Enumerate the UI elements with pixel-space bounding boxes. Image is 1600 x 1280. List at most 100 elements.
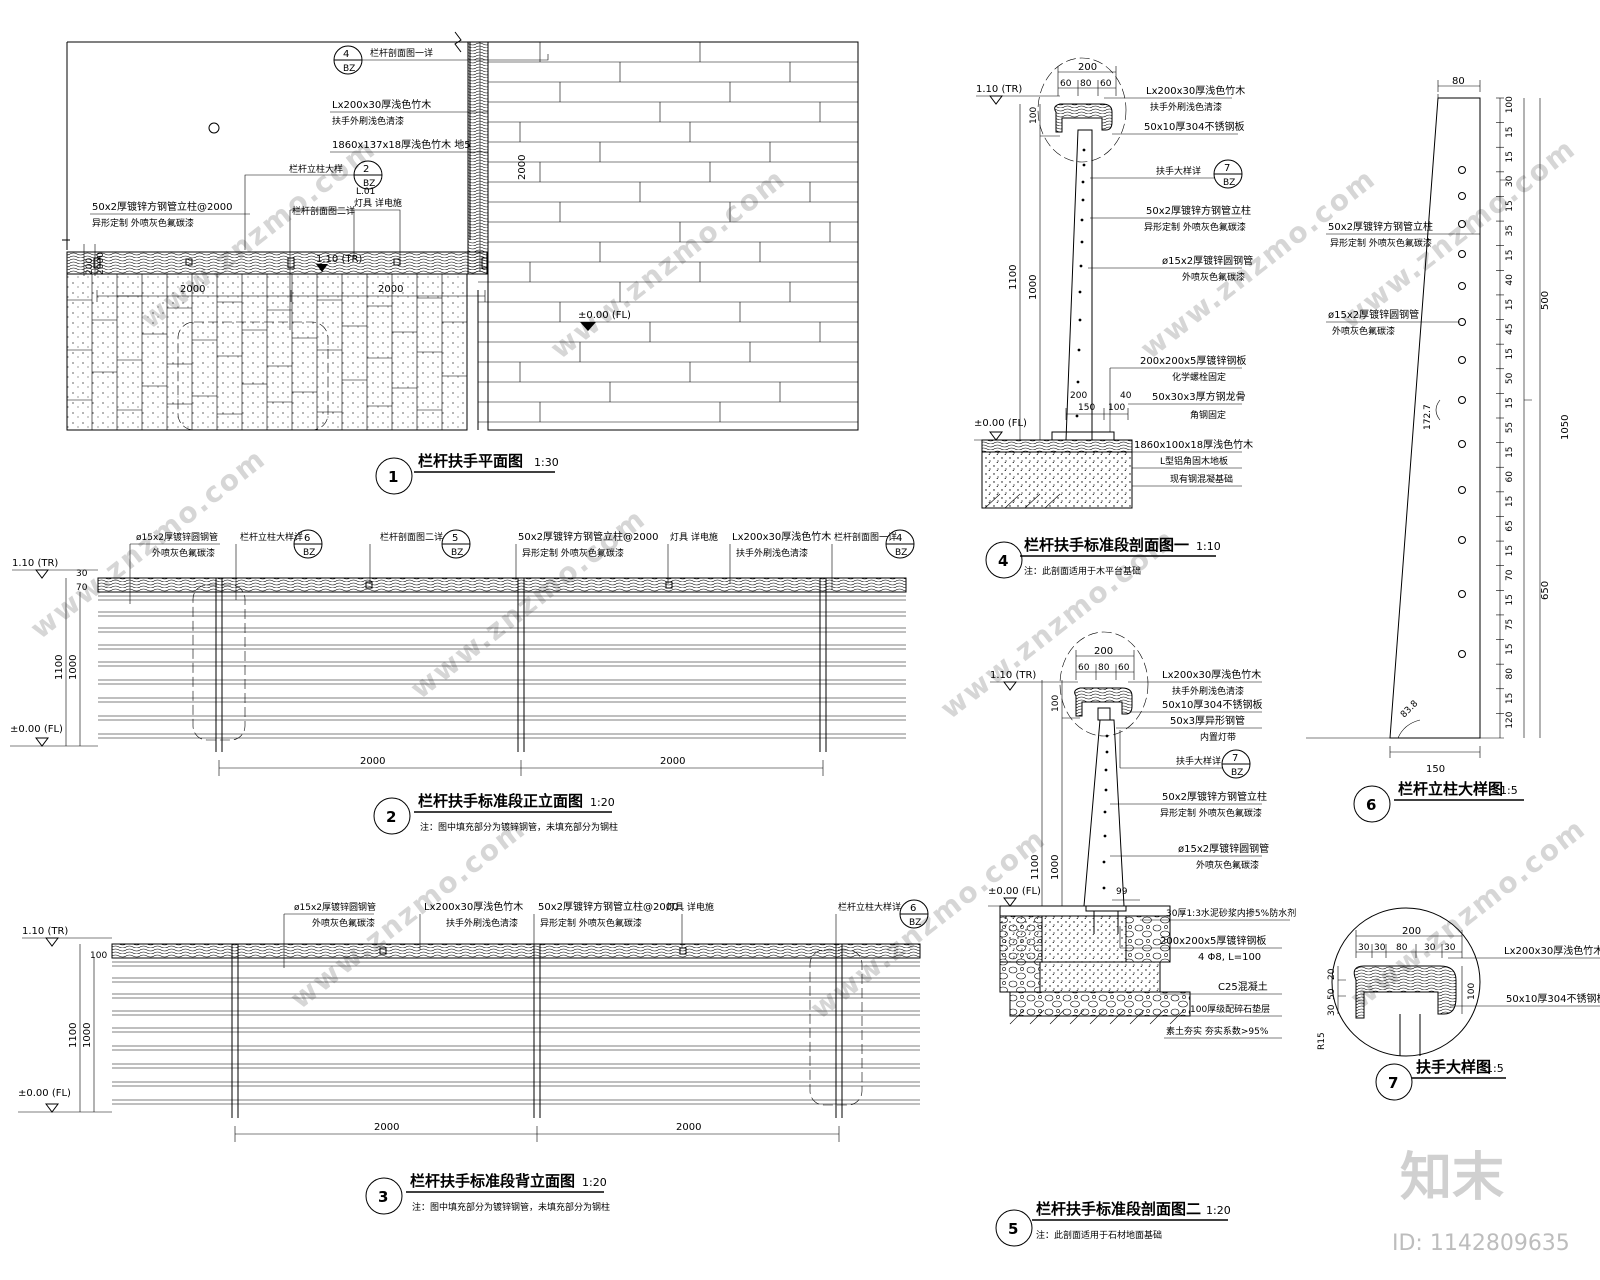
plan-ref-2-sheet: BZ [363, 179, 375, 189]
sec2-notes: Lx200x30厚浅色竹木 扶手外刷浅色清漆 50x10厚304不锈钢板 50x… [1110, 668, 1296, 1039]
plan-post-callout [177, 321, 329, 431]
back-note: 注：图中填充部分为镀锌钢管，未填充部分为钢柱 [412, 1201, 610, 1213]
front-ref-4: 4 [896, 533, 902, 544]
plan-level-tr: 1.10 (TR) [316, 254, 362, 265]
sec2-dim-1000: 1000 [1050, 855, 1061, 880]
front-posts [215, 578, 827, 752]
sec2-title-no: 5 [1008, 1220, 1018, 1238]
sec1-post-holes [1075, 148, 1086, 418]
plan-view: 2000 2000 200 2000 2000 4 BZ 栏杆剖面图一详 Lx2… [62, 31, 859, 495]
front-post-callout [192, 584, 246, 741]
col-note-0: 50x2厚镀锌方钢管立柱 [1328, 220, 1433, 233]
col-spacing-label: 70 [1505, 569, 1515, 581]
plan-note-1: 栏杆剖面图一详 [370, 47, 433, 59]
back-title-bubble [365, 1177, 403, 1215]
col-spacing-label: 15 [1505, 299, 1515, 310]
rail-title-bubble [1375, 1063, 1413, 1101]
sec2-ref-7-sheet: BZ [1231, 768, 1243, 778]
col-spacing-label: 30 [1505, 175, 1515, 187]
col-spacing-label: 35 [1505, 225, 1515, 236]
plan-deck-area [487, 41, 859, 431]
plan-title-scale: 1:30 [534, 456, 559, 469]
back-ref-6-sheet: BZ [909, 918, 921, 928]
back-note-c2: 异形定制 外喷灰色氟碳漆 [540, 917, 642, 929]
sec2-dim-80: 80 [1098, 663, 1110, 673]
front-ref-5: 5 [452, 533, 458, 544]
back-level-tr: 1.10 (TR) [22, 926, 68, 937]
sec2-level-fl: ±0.00 (FL) [988, 886, 1041, 897]
rail-dim-30e: 30 [1327, 1004, 1337, 1016]
plan-paving-joints [67, 274, 467, 430]
front-ref-6-sheet: BZ [303, 548, 315, 558]
col-holes [1458, 166, 1466, 658]
col-spacing-label: 45 [1505, 323, 1515, 334]
sec2-note-0: Lx200x30厚浅色竹木 [1162, 668, 1261, 681]
front-elevation-view: 2000 2000 1100 1000 70 30 1.10 (TR) ±0.0… [10, 529, 915, 835]
watermark-text: www.znzmo.com [544, 162, 792, 366]
front-dim-2000-b: 2000 [660, 756, 685, 767]
sec1-note-9: 化学螺栓固定 [1172, 371, 1226, 383]
col-spacing-label: 15 [1505, 200, 1515, 211]
sec1-title-bubble [985, 541, 1023, 579]
col-note-2: ø15x2厚镀锌圆钢管 [1328, 308, 1419, 321]
front-dim-1100: 1100 [54, 655, 65, 680]
sec1-dim-1100: 1100 [1008, 265, 1019, 290]
section-1-view: 200 60 80 60 1100 1000 100 1.10 (TR) ±0.… [974, 57, 1253, 579]
plan-note-9: 异形定制 外喷灰色氟碳漆 [92, 217, 194, 229]
plan-dim-2000-b: 2000 [378, 284, 403, 295]
front-dim-2000-a: 2000 [360, 756, 385, 767]
front-note-f: Lx200x30厚浅色竹木 [732, 530, 831, 543]
col-spacing-label: 65 [1505, 520, 1515, 531]
col-title: 栏杆立柱大样图 [1398, 780, 1503, 798]
plan-light-point [208, 122, 220, 134]
plan-wall [467, 41, 489, 275]
front-handrail [97, 577, 907, 593]
back-note-e: 栏杆立柱大样详 [838, 901, 901, 913]
sec1-note-10: 50x30x3厚方钢龙骨 [1152, 390, 1246, 403]
sec2-note-12: 4 Φ8, L=100 [1198, 952, 1261, 963]
col-spacing-label: 15 [1505, 250, 1515, 261]
back-level-fl: ±0.00 (FL) [18, 1088, 71, 1099]
col-title-bubble [1353, 785, 1391, 823]
sec1-level-fl: ±0.00 (FL) [974, 418, 1027, 429]
sec1-note-12: 1860x100x18厚浅色竹木 [1134, 438, 1253, 451]
plan-dim-2000-v: 2000 [517, 155, 528, 180]
sec2-dim-99: 99 [1116, 887, 1128, 897]
sec1-ref-7-sheet: BZ [1223, 178, 1235, 188]
front-title-no: 2 [386, 808, 396, 826]
rail-detail-profile [1353, 965, 1457, 1019]
col-dim-1050: 1050 [1560, 415, 1571, 440]
column-detail-view: 80 150 100151530153515401545155015551560… [1306, 76, 1571, 823]
rail-note-1: 50x10厚304不锈钢板 [1506, 992, 1600, 1005]
sec2-dim-1100: 1100 [1030, 855, 1041, 880]
col-spacing-label: 100 [1505, 96, 1515, 113]
col-spacing-label: 15 [1505, 594, 1515, 605]
front-rails [98, 595, 906, 739]
col-dim-150: 150 [1426, 764, 1445, 775]
front-note-g: 栏杆剖面图一详 [834, 531, 897, 543]
plan-dim-vert-2: 2000 [96, 252, 106, 275]
back-dim-2000-b: 2000 [676, 1122, 701, 1133]
plan-note-2: Lx200x30厚浅色竹木 [332, 98, 431, 111]
sec2-mortar [999, 905, 1171, 917]
rail-dim-100: 100 [1467, 983, 1477, 1000]
plan-handrail [66, 251, 488, 275]
rail-title: 扶手大样图 [1416, 1058, 1491, 1076]
sec1-ref-7: 7 [1224, 163, 1230, 174]
sec2-note-14: 100厚级配碎石垫层 [1190, 1003, 1270, 1015]
sec2-note-3: 50x3厚异形钢管 [1170, 714, 1245, 727]
col-spacing-label: 15 [1505, 446, 1515, 457]
rail-dim-30b: 30 [1374, 943, 1386, 953]
sec1-title-no: 4 [998, 552, 1008, 570]
front-note-d: 50x2厚镀锌方钢管立柱@2000 [518, 530, 658, 543]
sec1-note-8: 200x200x5厚镀锌钢板 [1140, 354, 1246, 367]
sec2-note-13: C25混凝土 [1218, 980, 1268, 993]
section-2-view: 200 60 80 60 1100 1000 100 1.10 (TR) ±0.… [988, 631, 1296, 1247]
sec1-dim-80: 80 [1080, 79, 1092, 89]
col-dim-80: 80 [1452, 76, 1465, 87]
sec1-note-3: 扶手大样详 [1156, 165, 1201, 177]
sec1-dim-150: 150 [1078, 403, 1095, 413]
sec2-note: 注：此剖面适用于石材地面基础 [1036, 1229, 1162, 1241]
back-note-d: 灯具 详电施 [666, 901, 714, 913]
